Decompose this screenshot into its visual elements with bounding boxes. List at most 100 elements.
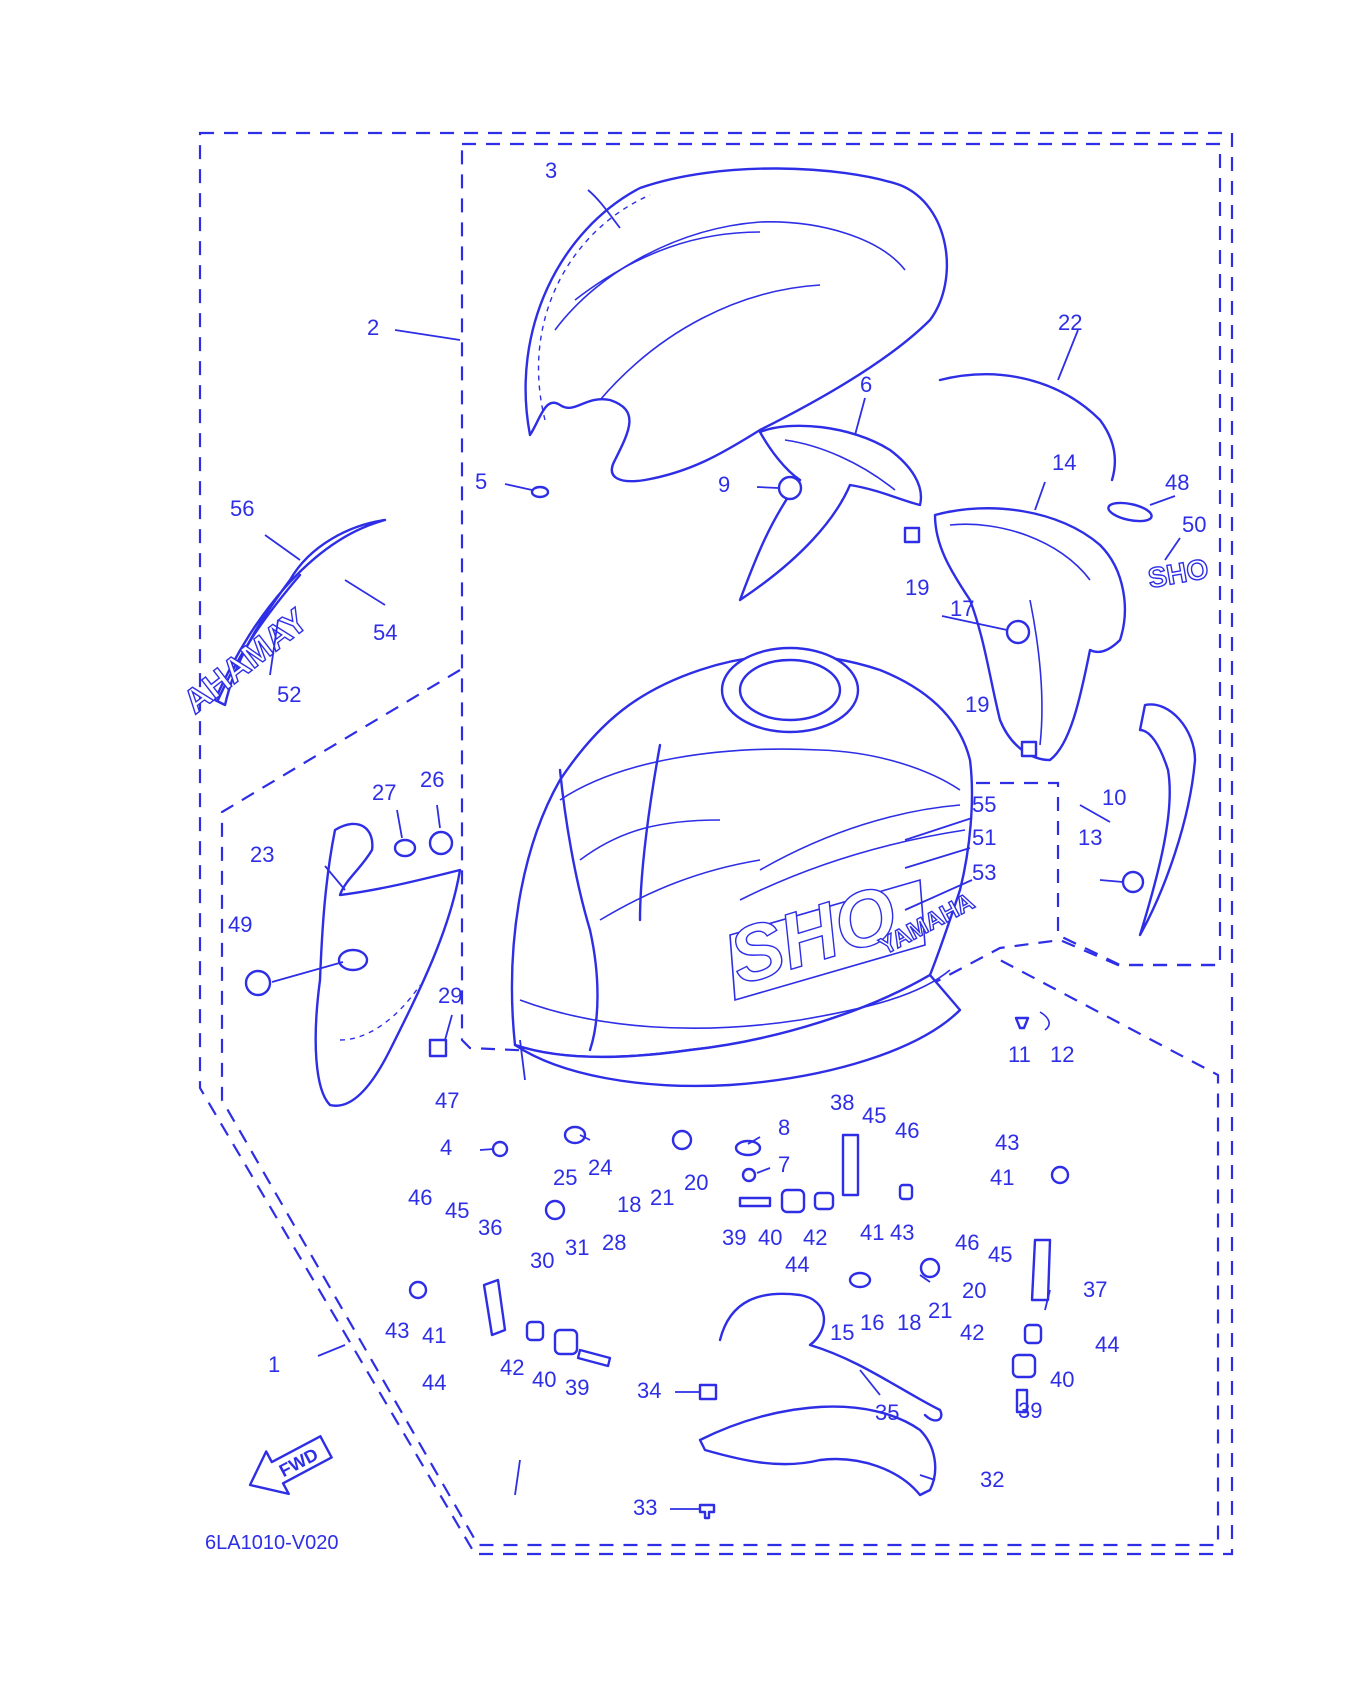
side-trim-part-10 [1138,703,1197,937]
callout-35: 35 [875,1400,899,1425]
washer-part-27 [393,838,417,858]
callout-15: 15 [830,1320,854,1345]
grommet-part-17 [1005,619,1031,645]
callout-32: 32 [980,1467,1004,1492]
grommet-part-20-left [671,1129,693,1151]
callout-40c: 40 [1050,1367,1074,1392]
callout-29: 29 [438,983,462,1008]
callout-37: 37 [1083,1277,1107,1302]
callout-12: 12 [1050,1042,1074,1067]
collar-part-42-left [525,1320,545,1342]
bracket-part-36 [482,1278,507,1337]
callout-42b: 42 [803,1225,827,1250]
callout-45c: 45 [988,1242,1012,1267]
callout-19b: 19 [965,692,989,717]
callout-21a: 21 [650,1185,674,1210]
left-panel-part-23 [314,822,462,1107]
callout-11: 11 [1008,1042,1031,1067]
washer-part-5 [530,485,550,499]
fwd-arrow: FWD [248,1435,333,1496]
callout-21b: 21 [928,1298,952,1323]
screw-part-12 [1039,1011,1050,1031]
callout-39a: 39 [565,1375,589,1400]
callout-10: 10 [1102,785,1126,810]
callout-44b: 44 [785,1252,809,1277]
callout-54: 54 [373,620,397,645]
nut-part-43-c [898,1183,914,1201]
callout-50: 50 [1182,512,1206,537]
bolt-part-39-left [576,1348,612,1368]
collar-part-42-mid [813,1191,835,1211]
callout-20a: 20 [684,1170,708,1195]
callout-16: 16 [860,1310,884,1335]
washer-part-8 [734,1139,762,1157]
seal-part-35 [718,1292,943,1422]
callout-33: 33 [633,1495,657,1520]
callout-17: 17 [950,596,974,621]
callout-52: 52 [277,682,301,707]
bolt-part-39-mid [738,1196,772,1208]
bracket-part-38 [841,1133,860,1197]
callout-24: 24 [588,1155,612,1180]
callout-23: 23 [250,842,274,867]
callout-19a: 19 [905,575,929,600]
callout-1: 1 [268,1352,280,1377]
callout-27: 27 [372,780,396,805]
bracket-part-32 [698,1405,937,1497]
callout-44a: 44 [422,1370,446,1395]
nut-part-43-a [1050,1165,1070,1185]
callout-41b: 41 [860,1220,884,1245]
trim-strip-part-22 [938,373,1117,482]
callout-34: 34 [637,1378,661,1403]
nut-part-4 [491,1140,509,1158]
grommet-part-30 [544,1199,566,1221]
trim-part-52 [216,573,302,702]
callout-7: 7 [778,1152,790,1177]
callout-49: 49 [228,912,252,937]
callout-43a: 43 [385,1318,409,1343]
callout-42a: 42 [500,1355,524,1380]
callout-22: 22 [1058,310,1082,335]
callout-41a: 41 [422,1323,446,1348]
callout-42c: 42 [960,1320,984,1345]
callout-labels: 1 2 3 4 5 6 7 8 9 10 11 12 13 14 15 16 1… [228,158,1206,1520]
screw-part-33 [698,1503,716,1520]
callout-53: 53 [972,860,996,885]
callout-5: 5 [475,469,487,494]
callout-18a: 18 [617,1192,641,1217]
rear-cover-part-6 [738,424,923,602]
callout-46a: 46 [408,1185,432,1210]
top-cowling-part-3 [524,167,949,483]
callout-47: 47 [435,1088,459,1113]
washer-part-25 [563,1125,587,1145]
callout-3: 3 [545,158,557,183]
callout-9: 9 [718,472,730,497]
callout-48: 48 [1165,470,1189,495]
callout-45b: 45 [862,1103,886,1128]
clip-part-34 [698,1383,718,1401]
callout-44c: 44 [1095,1332,1119,1357]
collar-part-42-right [1023,1323,1043,1345]
callout-46c: 46 [955,1230,979,1255]
screw-part-11 [1014,1016,1030,1030]
callout-39b: 39 [722,1225,746,1250]
clip-part-29 [428,1038,448,1058]
nut-part-43-b [408,1280,428,1300]
callout-46b: 46 [895,1118,919,1143]
callout-41c: 41 [990,1165,1014,1190]
callout-38: 38 [830,1090,854,1115]
badge-part-50: SHO [1145,552,1212,594]
leader-lines [264,189,1181,1510]
callout-14: 14 [1052,450,1076,475]
callout-30: 30 [530,1248,554,1273]
callout-56: 56 [230,496,254,521]
bracket-part-37 [1030,1238,1052,1302]
callout-25: 25 [553,1165,577,1190]
grommet-part-20-right [919,1257,941,1279]
grommet-part-26 [428,830,454,856]
callout-13: 13 [1078,825,1102,850]
stripe-decal-part-55 [739,804,966,901]
callout-51: 51 [972,825,996,850]
callout-39c: 39 [1018,1398,1042,1423]
callout-36: 36 [478,1215,502,1240]
